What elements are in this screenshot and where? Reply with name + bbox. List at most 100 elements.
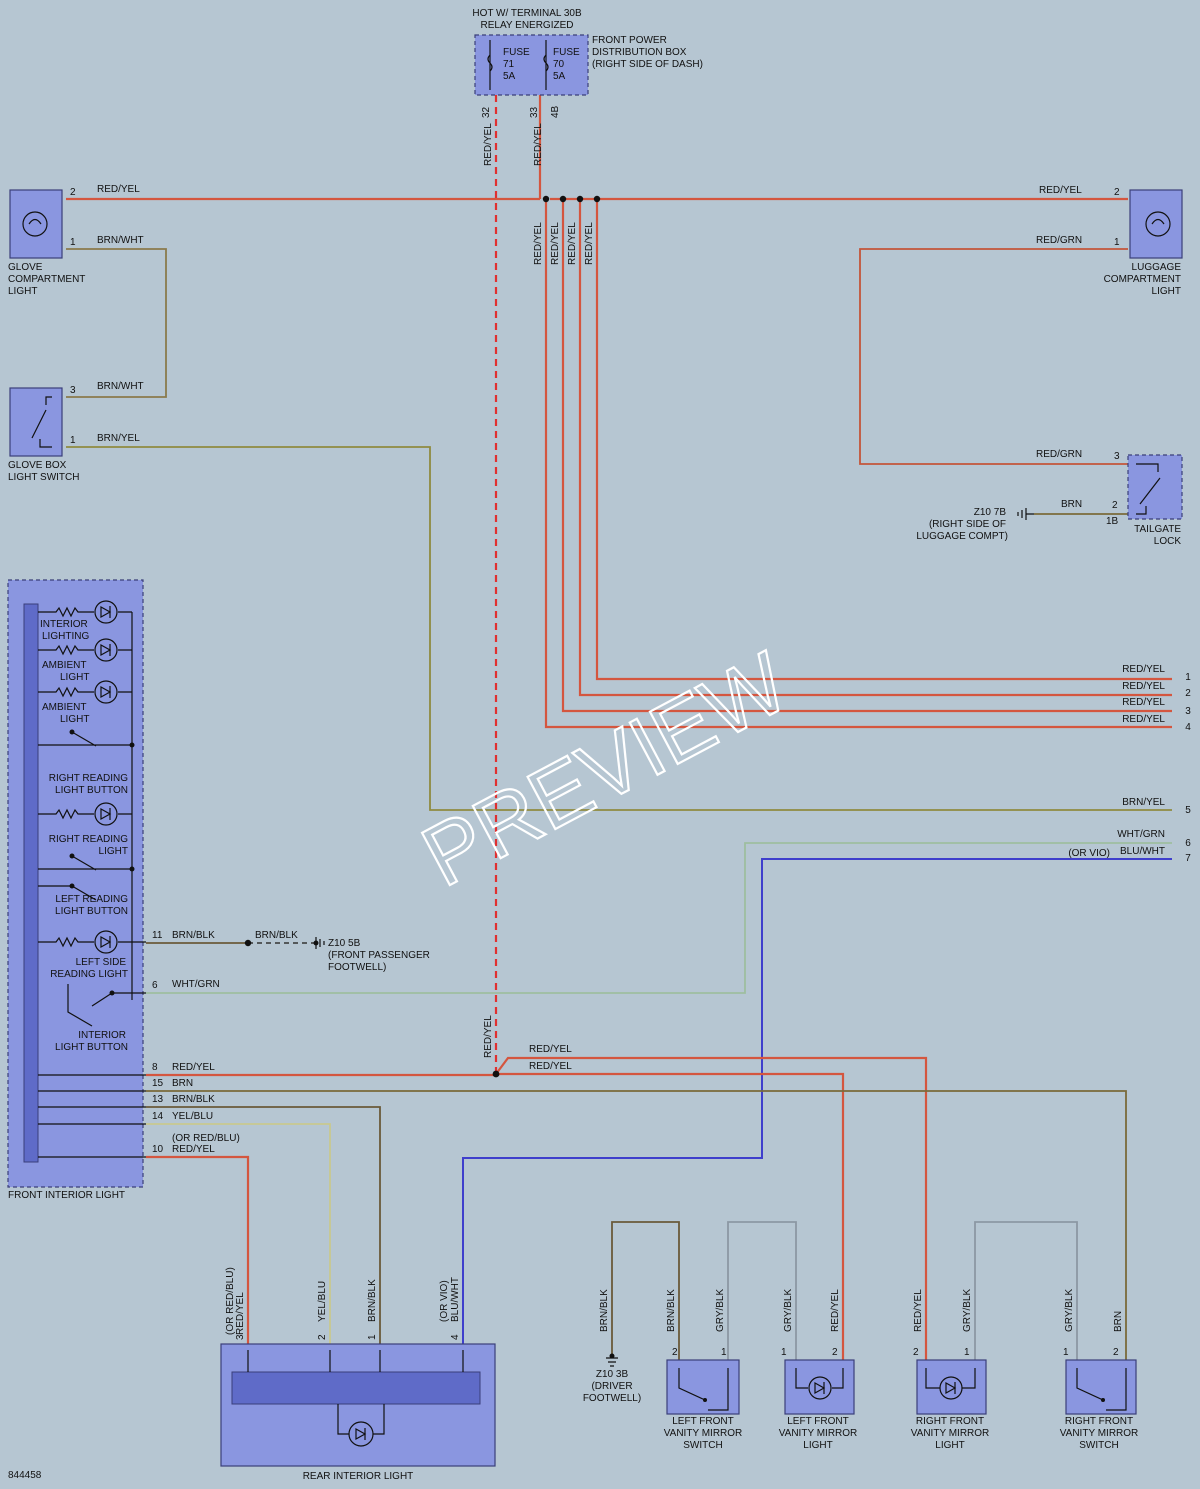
wire-label: BRN/BLK (172, 930, 215, 941)
led-icon (38, 930, 146, 954)
component-label: REAR INTERIOR LIGHT (303, 1471, 414, 1482)
component-label: LIGHT (935, 1440, 964, 1451)
wire-label: RED/YEL (584, 222, 595, 265)
wire-label: RED/YEL (529, 1044, 572, 1055)
component-label: LUGGAGE (1132, 262, 1182, 273)
pin-label: 2 (832, 1347, 838, 1358)
wire-label: WHT/GRN (1117, 829, 1165, 840)
led-icon (38, 600, 132, 624)
wire-label: RED/YEL (97, 184, 140, 195)
pin-label: 2 (913, 1347, 919, 1358)
ground-icon (313, 937, 325, 949)
component-label: LIGHT SWITCH (8, 472, 79, 483)
component-label: RIGHT FRONT (916, 1416, 984, 1427)
function-label: LEFT READING (55, 894, 128, 905)
ground-desc: (DRIVER (591, 1381, 632, 1392)
wire-label: BRN (1061, 499, 1082, 510)
function-label: RIGHT READING (49, 773, 128, 784)
pin-label: 1 (367, 1334, 378, 1340)
component-label: COMPARTMENT (1104, 274, 1181, 285)
component-label: LEFT FRONT (672, 1416, 733, 1427)
pin-label: 3 (70, 385, 76, 396)
wire-label: RED/YEL (172, 1062, 215, 1073)
component-label: LIGHT (1152, 286, 1181, 297)
fuse-pin-32: 32 (481, 106, 492, 118)
fuse-wire-a-label: RED/YEL (483, 123, 494, 166)
wire-label: RED/YEL (172, 1144, 215, 1155)
wire-note: (OR VIO) (439, 1280, 450, 1322)
wire-label: BRN/BLK (599, 1289, 610, 1332)
pin-label: 7 (1185, 853, 1191, 864)
switch-icon (38, 883, 97, 901)
tailgate-lock: 3 RED/GRN 2 BRN 1B TAILGATE LOCK Z10 7B … (916, 449, 1183, 547)
led-icon (38, 680, 132, 704)
wire-label: RED/YEL (1122, 714, 1165, 725)
fuse-71-label: FUSE (503, 47, 530, 58)
front-interior-light: INTERIOR LIGHTING AMBIENT LIGHT AMBIENT … (7, 579, 240, 1201)
ground-desc: (FRONT PASSENGER (328, 950, 430, 961)
switch-icon (31, 396, 52, 448)
wire-label: RED/YEL (483, 1015, 494, 1058)
pin-label: 3 (1185, 706, 1191, 717)
wire-label: BRN/BLK (172, 1094, 215, 1105)
function-label: LIGHT (99, 846, 128, 857)
ground-desc: LUGGAGE COMPT) (916, 531, 1008, 542)
switch-icon (678, 1368, 729, 1411)
pin-label: 2 (317, 1334, 328, 1340)
component-label: VANITY MIRROR (664, 1428, 743, 1439)
ground-desc: FOOTWELL) (328, 962, 386, 973)
pin-label: 2 (70, 187, 76, 198)
component-label: LIGHT (803, 1440, 832, 1451)
led-icon (348, 1421, 374, 1447)
wires (66, 95, 1172, 1362)
pin-label: 15 (152, 1078, 164, 1089)
component-label: SWITCH (683, 1440, 722, 1451)
wire-label: RED/YEL (235, 1292, 246, 1335)
wire-label: BRN/YEL (1122, 797, 1165, 808)
pin-label: 2 (1112, 500, 1118, 511)
wire-label: RED/YEL (830, 1289, 841, 1332)
pin-label: 1 (964, 1347, 970, 1358)
wire-label: GRY/BLK (1064, 1289, 1075, 1332)
wire-label: RED/YEL (529, 1061, 572, 1072)
function-label: INTERIOR (78, 1030, 126, 1041)
function-label: READING LIGHT (50, 969, 128, 980)
bulb-icon (1145, 211, 1171, 237)
fuse-icon (487, 54, 493, 72)
function-label: RIGHT READING (49, 834, 128, 845)
ground-z10-5b: BRN/BLK Z10 5B (FRONT PASSENGER FOOTWELL… (255, 930, 430, 973)
ground-icon (1017, 508, 1034, 520)
led-icon (808, 1376, 832, 1400)
splice-labels: RED/YEL RED/YEL RED/YEL (483, 1015, 572, 1072)
wire-label: YEL/BLU (172, 1111, 213, 1122)
preview-watermark: PREVIEW (408, 634, 803, 905)
function-label: LIGHT (60, 672, 89, 683)
wire-label: RED/YEL (567, 222, 578, 265)
wire-label: BRN (1113, 1311, 1124, 1332)
wire-label: RED/YEL (533, 222, 544, 265)
fuse-box-header-2: RELAY ENERGIZED (481, 20, 574, 31)
wire-label: GRY/BLK (962, 1289, 973, 1332)
rear-interior-light: RED/YEL (OR RED/BLU) 3 YEL/BLU 2 BRN/BLK… (220, 1267, 496, 1482)
component-label: VANITY MIRROR (1060, 1428, 1139, 1439)
function-label: LIGHT BUTTON (55, 1042, 128, 1053)
wire-note: (OR VIO) (1068, 848, 1110, 859)
ground-desc: FOOTWELL) (583, 1393, 641, 1404)
glove-box-light-switch: 3 BRN/WHT 1 BRN/YEL GLOVE BOX LIGHT SWIT… (8, 381, 144, 483)
function-label: LEFT SIDE (76, 957, 127, 968)
fuse-box: HOT W/ TERMINAL 30B RELAY ENERGIZED FUSE… (472, 8, 703, 166)
pin-label: 1B (1106, 516, 1119, 527)
ground-id: Z10 5B (328, 938, 361, 949)
junction-dots (244, 195, 601, 1078)
pin-label: 1 (1063, 1347, 1069, 1358)
fuse-pin-33: 33 (529, 106, 540, 118)
component-label: LIGHT (8, 286, 37, 297)
function-label: LIGHTING (42, 631, 89, 642)
pin-label: 1 (721, 1347, 727, 1358)
pin-label: 6 (1185, 838, 1191, 849)
bulb-icon (22, 211, 48, 237)
wire-label: RED/GRN (1036, 449, 1082, 460)
pin-label: 10 (152, 1144, 164, 1155)
pin-label: 4 (1185, 722, 1191, 733)
switch-icon (38, 853, 135, 872)
